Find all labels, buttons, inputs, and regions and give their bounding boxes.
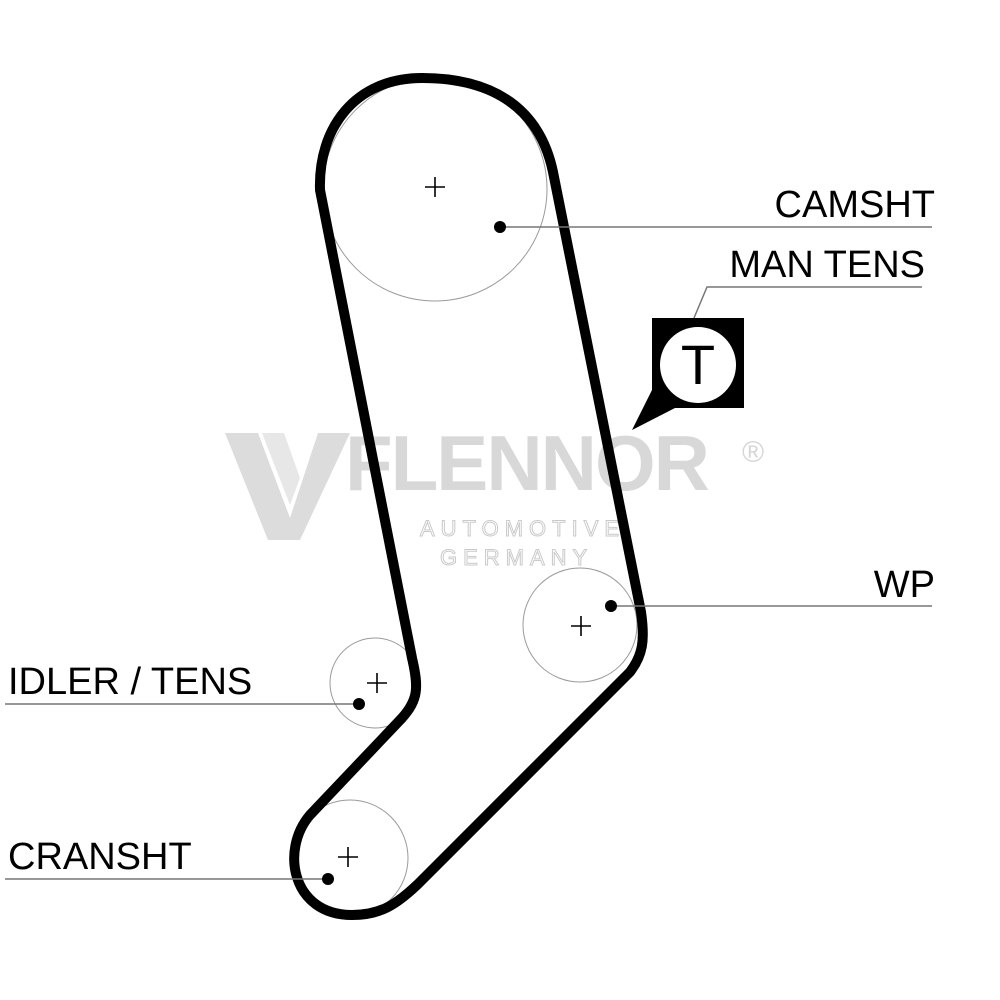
manual-tensioner-label: MAN TENS [729,244,925,286]
watermark-line1: AUTOMOTIVE [420,516,625,541]
manual-tensioner-leader [693,286,922,319]
tensioner-callout-circle [660,327,736,403]
water-pump-pulley [522,567,638,683]
timing-belt [289,73,648,920]
watermark-line2: GERMANY [440,545,593,570]
tensioner-symbol-letter: T [681,333,715,396]
water-pump-center-mark [571,616,591,636]
water-pump-leader-dot [605,600,617,612]
watermark-logo-mark-inner [262,433,300,505]
watermark-logo-mark [225,433,350,540]
idler-tensioner-label: IDLER / TENS [8,661,252,703]
crankshaft-leader-dot [322,873,334,885]
watermark: FLENNOR ® AUTOMOTIVE GERMANY [225,419,764,571]
manual-tensioner-symbol: T [632,318,744,430]
water-pump-label: WP [874,564,935,606]
watermark-brand: FLENNOR [345,419,709,507]
idler-leader-dot [353,698,365,710]
camshaft-label: CAMSHT [775,184,935,226]
idler-center-mark [367,673,387,693]
watermark-registered-mark: ® [742,436,764,469]
camshaft-center-mark [425,177,445,197]
crankshaft-label: CRANSHT [8,836,192,878]
crankshaft-center-mark [338,847,358,867]
camshaft-leader-dot [494,221,506,233]
